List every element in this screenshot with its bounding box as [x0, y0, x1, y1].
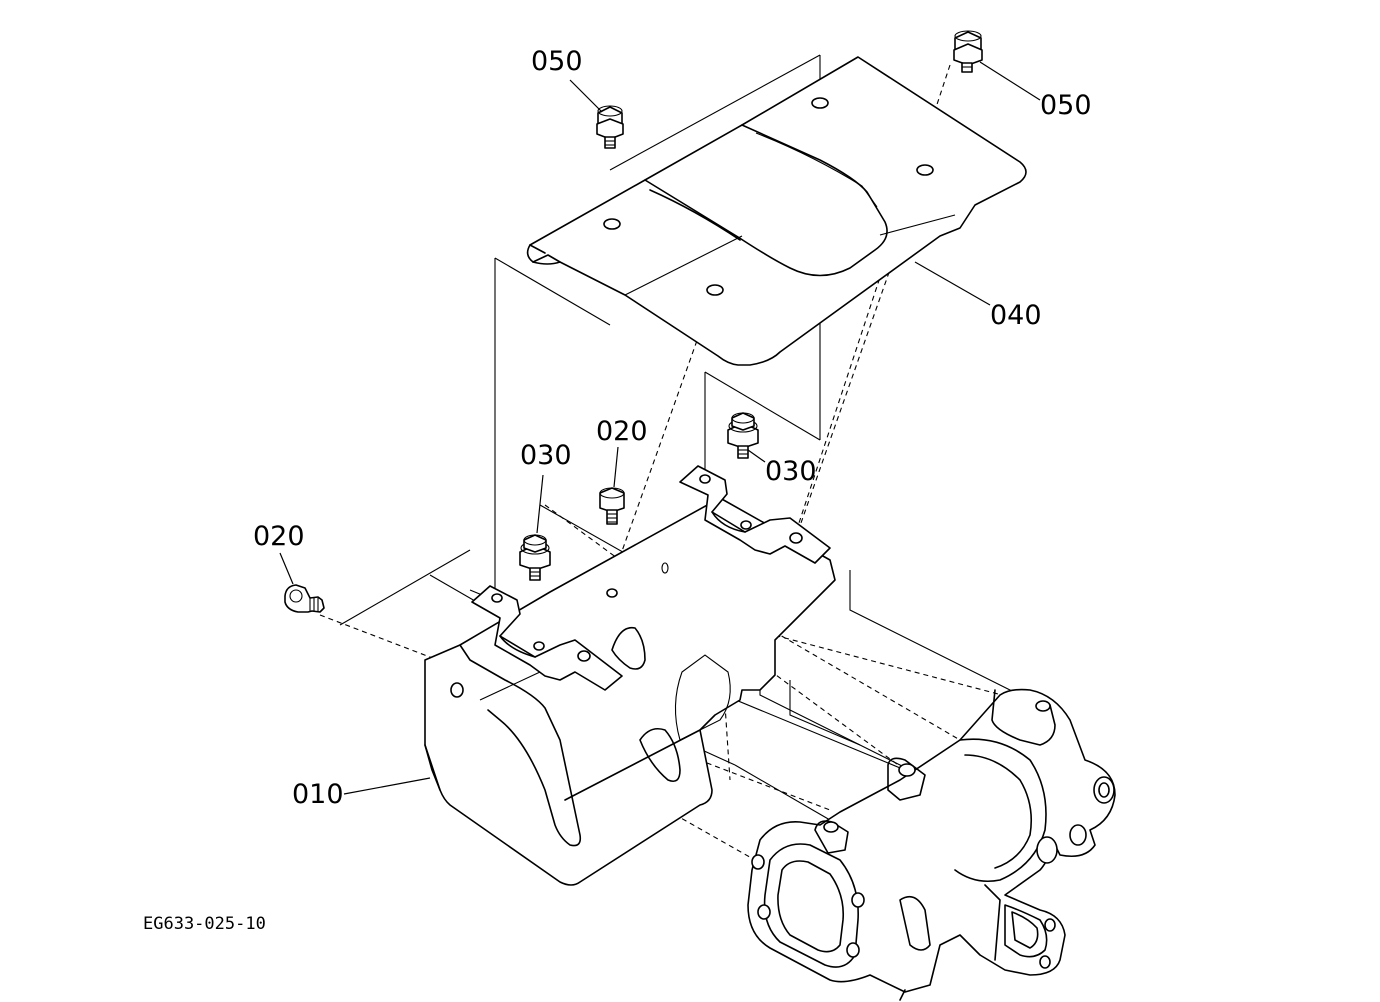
part-label-050-left: 050 [531, 46, 583, 77]
bracket-right [679, 465, 831, 564]
part-label-020-center: 020 [596, 416, 648, 447]
bolt-050-right [953, 30, 983, 73]
part-label-040: 040 [990, 300, 1042, 331]
drawing-reference-code: EG633-025-10 [143, 914, 266, 934]
part-label-020-left: 020 [253, 521, 305, 552]
bolt-020-left [284, 584, 325, 613]
bolt-030-left [519, 534, 551, 581]
bolt-030-right [727, 412, 759, 459]
part-label-010: 010 [292, 779, 344, 810]
part-010-heat-shield [424, 497, 836, 886]
exhaust-manifold [747, 688, 1116, 1001]
bolt-050-left [596, 105, 624, 149]
part-040-heat-shield-cover [526, 56, 1027, 366]
part-label-050-right: 050 [1040, 90, 1092, 121]
bolt-020-center [599, 487, 625, 525]
leader-lines [279, 61, 1041, 795]
part-label-030-right: 030 [765, 456, 817, 487]
bracket-left [471, 585, 623, 691]
part-label-030-left: 030 [520, 440, 572, 471]
